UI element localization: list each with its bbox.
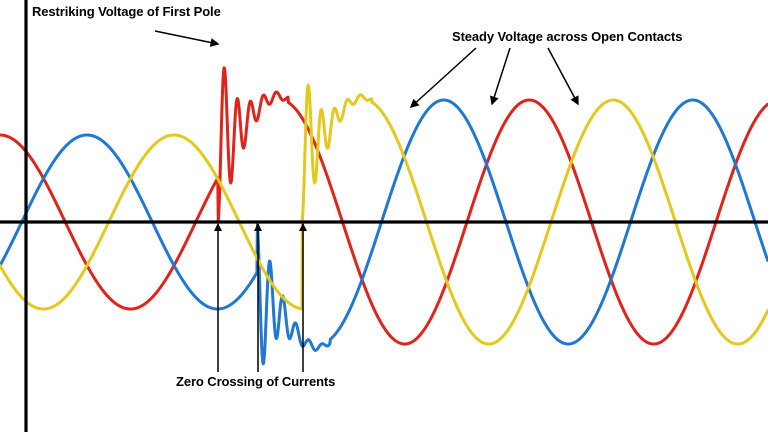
steady-voltage-arrow-1 <box>409 47 477 109</box>
steady-voltage-arrow-2 <box>490 47 511 106</box>
zero-crossing-label: Zero Crossing of Currents <box>176 374 336 389</box>
waveform-series-group <box>0 66 768 366</box>
steady-voltage-label: Steady Voltage across Open Contacts <box>452 29 683 44</box>
waveform-phase-3 <box>0 83 768 346</box>
annotation-arrows-group <box>154 30 579 372</box>
restriking-voltage-arrow <box>154 30 220 47</box>
waveform-phase-2 <box>0 98 768 366</box>
restriking-voltage-label: Restriking Voltage of First Pole <box>32 4 221 19</box>
steady-voltage-arrow-3 <box>547 47 579 106</box>
waveform-phase-1 <box>0 66 768 346</box>
